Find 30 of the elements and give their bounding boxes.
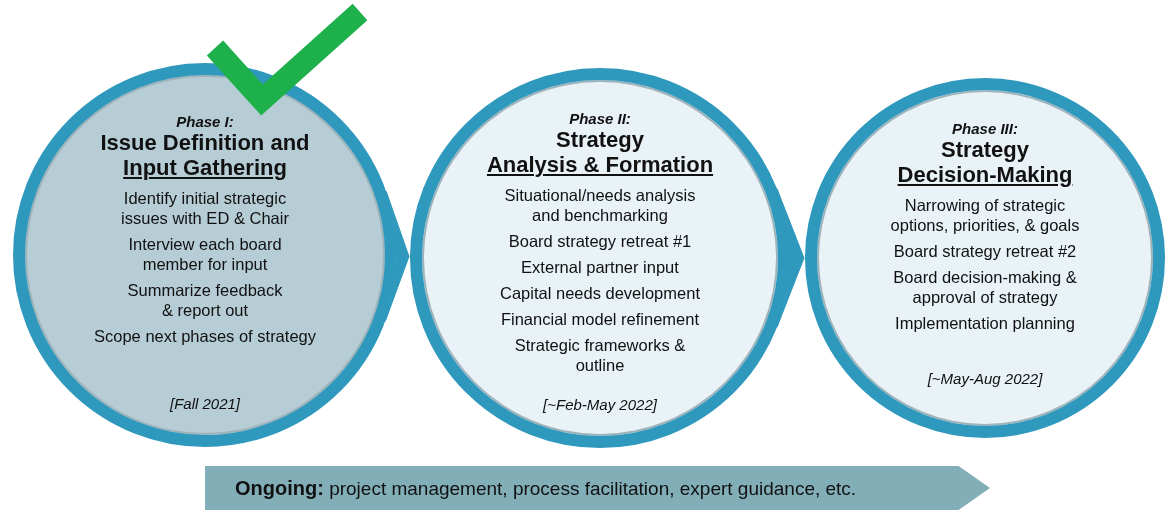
phase-title: Decision-Making (897, 162, 1073, 187)
task-item: Board strategy retreat #2 (893, 241, 1077, 261)
task-item: Situational/needs analysis and benchmarking (503, 185, 697, 225)
chevron-arrow (384, 190, 410, 322)
task-item: Board decision-making & approval of strategy (892, 267, 1078, 307)
task-item: Board strategy retreat #1 (508, 231, 692, 251)
task-item: Capital needs development (500, 283, 700, 303)
phase-title: Input Gathering (123, 155, 287, 180)
phase-title: Analysis & Formation (486, 152, 714, 177)
phase-label: Phase I: (176, 113, 234, 130)
ongoing-arrow-banner (205, 466, 990, 510)
task-item: Interview each board member for input (127, 234, 283, 274)
phase-title: Strategy (555, 127, 644, 152)
phase-label: Phase III: (952, 120, 1018, 137)
task-item: External partner input (521, 257, 679, 277)
timeframe-label: [~May-Aug 2022] (927, 370, 1043, 388)
phase-title: Issue Definition and (100, 130, 310, 155)
task-item: Implementation planning (895, 313, 1075, 333)
timeframe-label: [Fall 2021] (169, 395, 240, 413)
ongoing-note: Ongoing: project management, process facilitation, expert guidance, etc. (235, 476, 857, 500)
phase-label: Phase II: (569, 110, 631, 127)
task-item: Scope next phases of strategy (94, 326, 316, 346)
task-item: Financial model refinement (500, 309, 700, 329)
task-item: Identify initial strategic issues with ED & Chair (120, 188, 290, 228)
phase-title: Strategy (940, 137, 1029, 162)
task-item: Summarize feedback & report out (126, 280, 284, 320)
chevron-arrow (776, 188, 805, 328)
task-item: Strategic frameworks & outline (513, 335, 687, 375)
task-item: Narrowing of strategic options, priorities, & goals (889, 195, 1081, 235)
timeframe-label: [~Feb-May 2022] (543, 396, 657, 414)
